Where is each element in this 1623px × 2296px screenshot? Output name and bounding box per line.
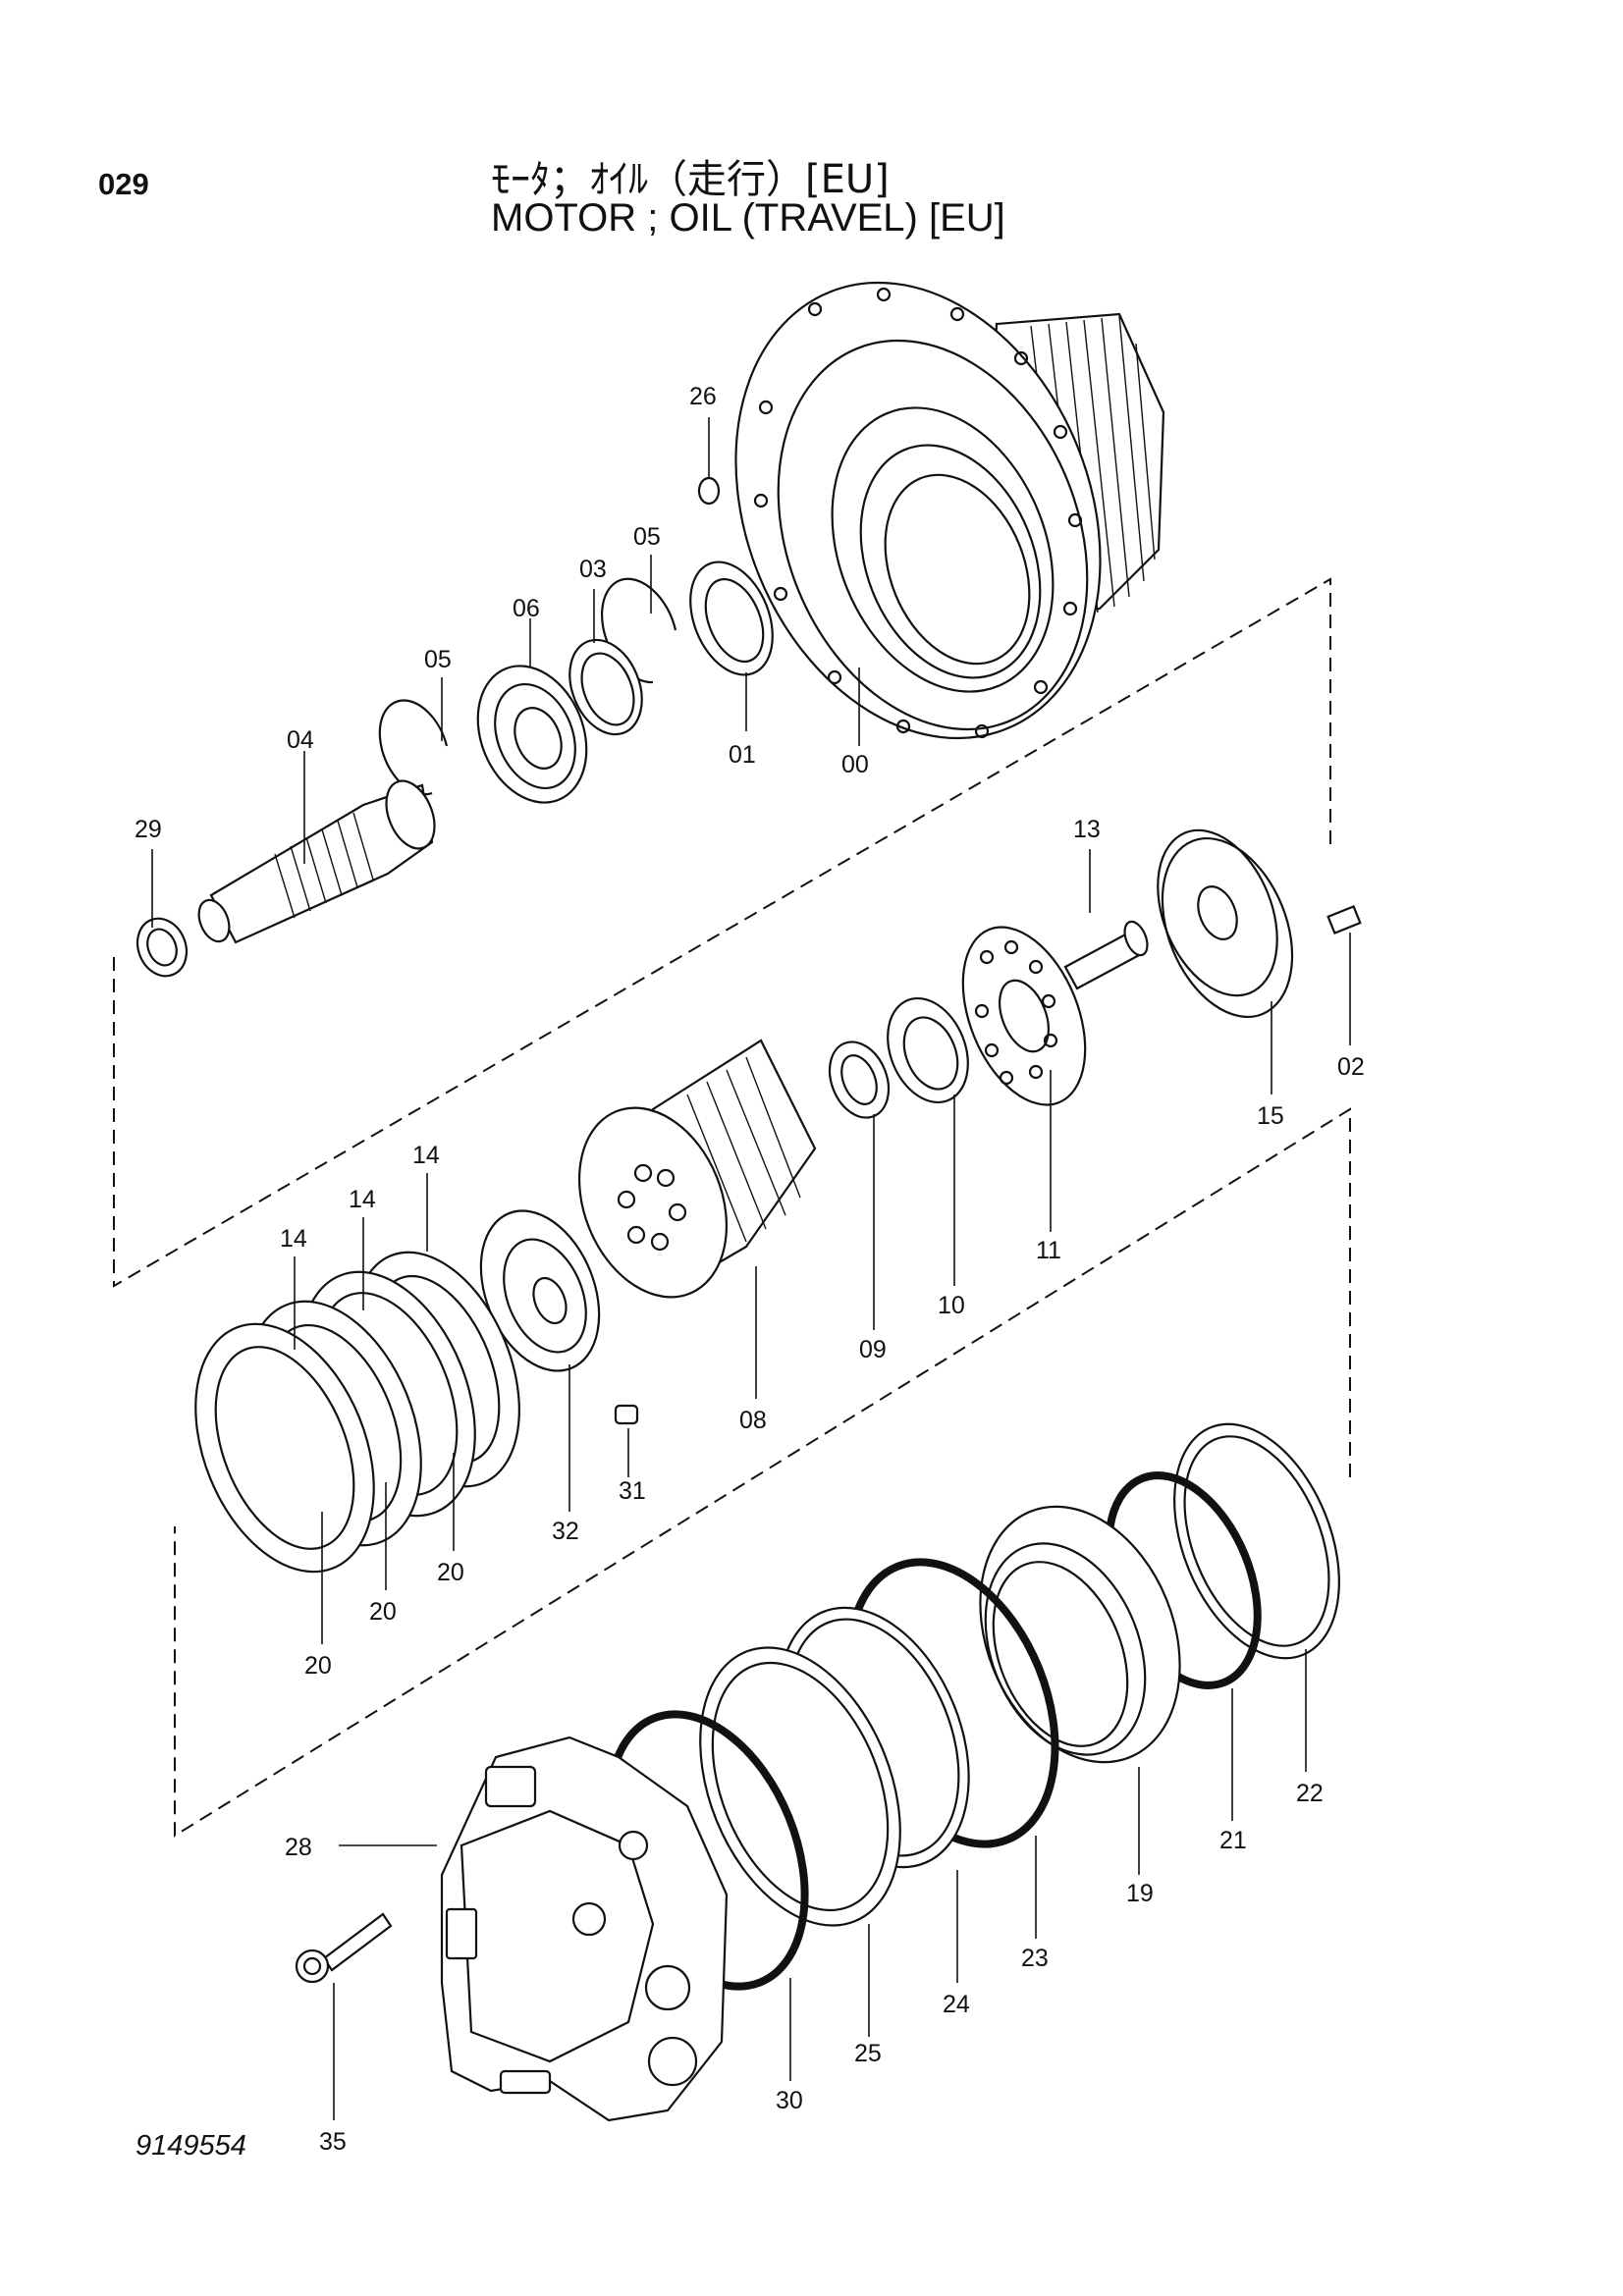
callout-11: 11 xyxy=(1036,1237,1061,1264)
callout-23: 23 xyxy=(1021,1945,1049,1972)
part-08-cylinder-block xyxy=(577,1039,817,1299)
callout-35: 35 xyxy=(319,2128,347,2156)
callout-14: 14 xyxy=(412,1142,440,1169)
callout-24: 24 xyxy=(943,1991,970,2018)
callout-09: 09 xyxy=(859,1336,887,1363)
part-05-snap-ring-lower xyxy=(378,699,449,796)
callout-21: 21 xyxy=(1219,1827,1247,1854)
callout-20: 20 xyxy=(437,1559,464,1586)
callout-28: 28 xyxy=(285,1834,312,1861)
part-10-bearing xyxy=(887,996,969,1104)
callout-22: 22 xyxy=(1296,1780,1324,1807)
callout-14: 14 xyxy=(349,1186,376,1213)
part-29-needle-bearing xyxy=(135,917,189,978)
part-04-shaft xyxy=(197,779,436,944)
callout-20: 20 xyxy=(304,1652,332,1680)
callout-26: 26 xyxy=(689,383,717,410)
callout-05: 05 xyxy=(633,523,661,551)
callout-29: 29 xyxy=(135,816,162,843)
callout-02: 02 xyxy=(1337,1053,1365,1081)
callout-30: 30 xyxy=(776,2087,803,2114)
drawing-number: 9149554 xyxy=(135,2130,246,2162)
part-01-oil-seal xyxy=(689,561,774,676)
part-31-pin xyxy=(614,1404,639,1425)
part-25-ring xyxy=(699,1646,901,1927)
callout-06: 06 xyxy=(513,595,540,622)
callout-08: 08 xyxy=(739,1407,767,1434)
callout-03: 03 xyxy=(579,556,607,583)
callout-10: 10 xyxy=(938,1292,965,1319)
part-09-spring xyxy=(828,1041,891,1119)
brake-disc-stack xyxy=(194,1251,520,1574)
part-19-brake-piston xyxy=(979,1505,1181,1764)
callout-14: 14 xyxy=(280,1225,307,1253)
callout-19: 19 xyxy=(1126,1880,1154,1907)
callout-32: 32 xyxy=(552,1518,579,1545)
part-13-spool xyxy=(1063,920,1149,990)
part-26-o-ring xyxy=(697,476,721,506)
page-number: 029 xyxy=(98,167,149,201)
title-english: MOTOR ; OIL (TRAVEL) [EU] xyxy=(491,196,1005,240)
part-06-bearing xyxy=(476,665,588,804)
callout-05: 05 xyxy=(424,646,452,673)
callout-04: 04 xyxy=(287,726,314,754)
callout-31: 31 xyxy=(619,1477,646,1505)
part-15-valve-plate xyxy=(1157,828,1294,1019)
part-02-pin xyxy=(1326,904,1362,935)
callout-25: 25 xyxy=(854,2040,882,2067)
callout-00: 00 xyxy=(841,751,869,778)
part-03-ring xyxy=(568,638,643,736)
part-11-port-plate xyxy=(961,926,1087,1106)
callout-13: 13 xyxy=(1073,816,1101,843)
part-35-bolt xyxy=(295,1912,393,1984)
assembly-boundary-lines xyxy=(113,577,1351,1838)
housing-hub xyxy=(734,281,1165,740)
part-28-valve-cover xyxy=(440,1735,729,2122)
callout-20: 20 xyxy=(369,1598,397,1626)
title-japanese: ﾓｰﾀ；ｵｲﾙ（走行）[EU] xyxy=(491,157,890,202)
part-22-ring xyxy=(1173,1422,1340,1660)
callout-labels: 26 05 03 06 05 04 01 00 29 13 02 15 11 1… xyxy=(135,383,1365,2156)
callout-15: 15 xyxy=(1257,1102,1284,1130)
callout-leader-lines xyxy=(151,417,1351,2120)
callout-01: 01 xyxy=(729,741,756,769)
